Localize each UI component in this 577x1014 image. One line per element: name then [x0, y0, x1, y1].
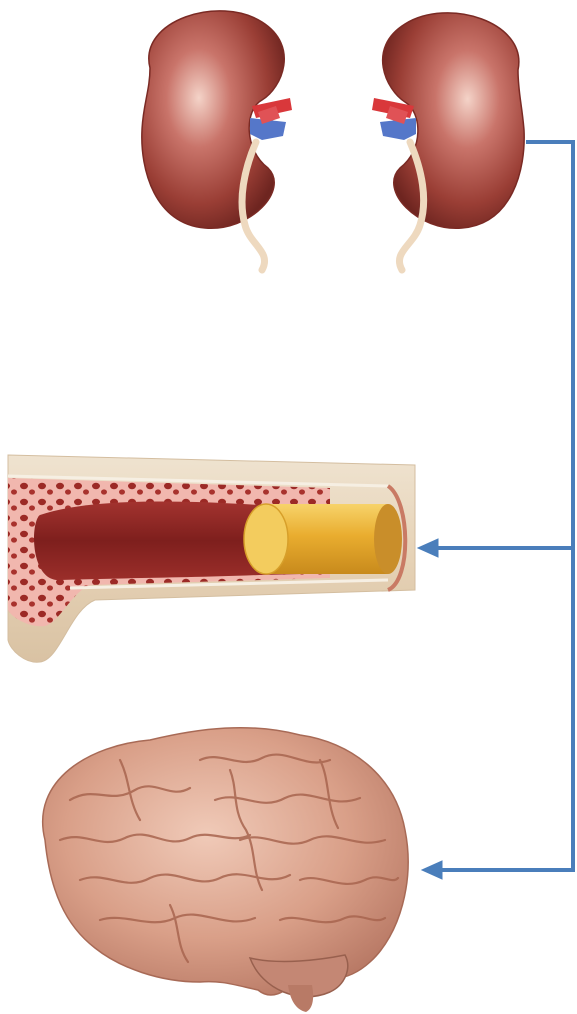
kidneys-illustration [142, 11, 524, 270]
arrowhead-bone-icon [418, 539, 438, 557]
connector-arrows [418, 142, 573, 879]
bone-marrow-cross-section-illustration [8, 455, 415, 662]
connector-line [432, 142, 573, 870]
arrowhead-brain-icon [422, 861, 442, 879]
brain-illustration [43, 728, 408, 1012]
